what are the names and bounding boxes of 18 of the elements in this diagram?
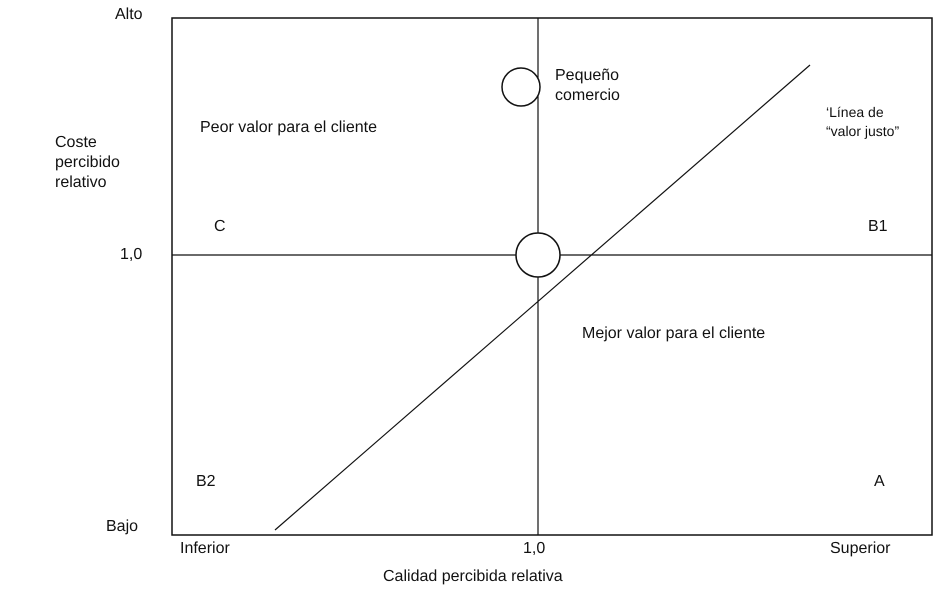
circle-marker: [501, 67, 541, 107]
quadrant-label: Mejor valor para el cliente: [582, 324, 766, 344]
quadrant-letter: A: [874, 472, 885, 492]
quadrant-letter: B2: [196, 472, 216, 492]
axis-title: Coste percibido relativo: [55, 133, 121, 193]
circle-caption: Pequeño comercio: [555, 66, 621, 106]
axis-value-label: Bajo: [106, 517, 138, 537]
quadrant-letter: B1: [868, 217, 888, 237]
circle-marker: [515, 232, 561, 278]
axis-value-label: Inferior: [180, 539, 230, 559]
axis-title: Calidad percibida relativa: [383, 567, 563, 587]
axis-value-label: Superior: [830, 539, 890, 559]
line-label: ‘Línea de “valor justo”: [826, 103, 900, 141]
axis-value-label: 1,0: [523, 539, 546, 559]
quadrant-letter: C: [214, 217, 226, 237]
axis-value-label: Alto: [115, 5, 143, 25]
axis-value-label: 1,0: [120, 245, 142, 265]
quadrant-label: Peor valor para el cliente: [200, 118, 377, 138]
